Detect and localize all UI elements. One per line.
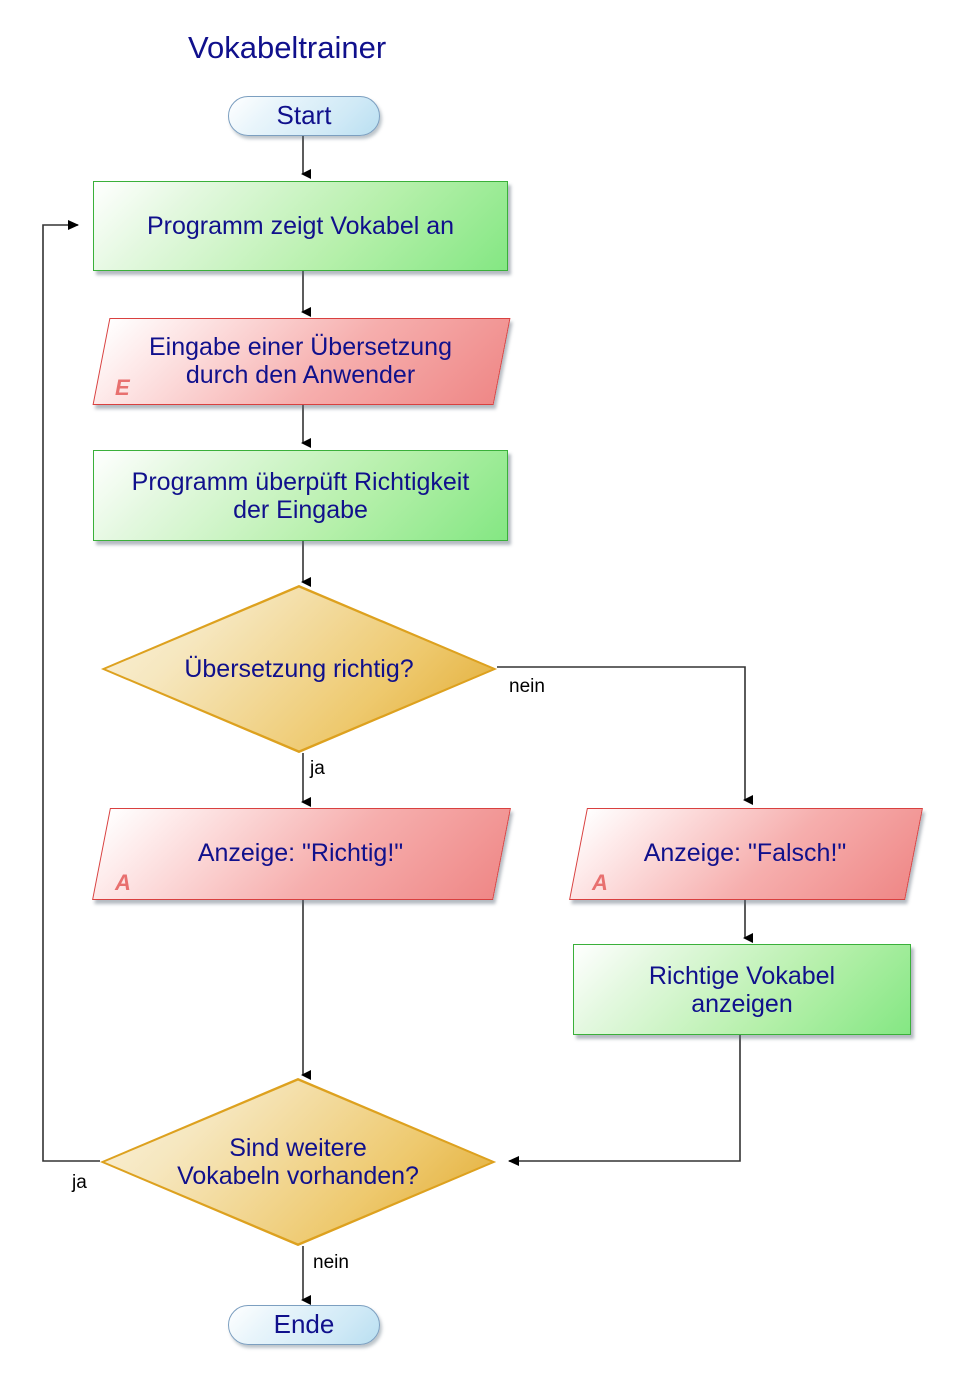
node-start-label: Start xyxy=(276,100,332,131)
edge-label-more-yes: ja xyxy=(72,1172,87,1193)
edge-label-correct-no: nein xyxy=(509,676,545,697)
node-decision-more[interactable]: Sind weitere Vokabeln vorhanden? xyxy=(100,1078,499,1250)
input-marker-e: E xyxy=(115,375,130,400)
edge-decision-no-to-wrong xyxy=(497,666,753,805)
node-show-word[interactable]: Programm zeigt Vokabel an xyxy=(93,181,508,271)
node-output-right[interactable]: Anzeige: "Richtig!" A xyxy=(92,808,511,900)
node-decision-correct-label: Übersetzung richtig? xyxy=(184,655,414,683)
output-right-marker-a: A xyxy=(115,870,131,895)
node-decision-correct[interactable]: Übersetzung richtig? xyxy=(101,585,500,757)
node-output-wrong[interactable]: Anzeige: "Falsch!" A xyxy=(569,808,923,900)
diagram-title: Vokabeltrainer xyxy=(188,30,387,65)
node-input-translation-label: Eingabe einer Übersetzung durch den Anwe… xyxy=(149,332,452,389)
node-check-input-label: Programm überpüft Richtigkeit der Eingab… xyxy=(131,467,470,524)
decision-outline xyxy=(101,585,497,753)
node-output-right-label: Anzeige: "Richtig!" xyxy=(197,839,404,867)
node-decision-more-label: Sind weitere Vokabeln vorhanden? xyxy=(177,1134,419,1190)
node-output-wrong-label: Anzeige: "Falsch!" xyxy=(643,839,847,867)
node-end[interactable]: Ende xyxy=(228,1305,380,1345)
node-show-correct-word[interactable]: Richtige Vokabel anzeigen xyxy=(573,944,911,1035)
node-end-label: Ende xyxy=(273,1309,335,1340)
node-input-translation[interactable]: Eingabe einer Übersetzung durch den Anwe… xyxy=(92,318,511,405)
edge-label-correct-yes: ja xyxy=(310,758,325,779)
decision-more-outline xyxy=(100,1078,496,1246)
node-start[interactable]: Start xyxy=(228,96,380,136)
node-show-word-label: Programm zeigt Vokabel an xyxy=(146,212,455,240)
node-show-correct-word-label: Richtige Vokabel anzeigen xyxy=(648,961,836,1018)
edge-showcorrect-to-more xyxy=(508,1035,741,1166)
edge-more-yes-loop xyxy=(42,220,100,1162)
node-check-input[interactable]: Programm überpüft Richtigkeit der Eingab… xyxy=(93,450,508,541)
edge-label-more-no: nein xyxy=(313,1252,349,1273)
output-wrong-marker-a: A xyxy=(592,870,608,895)
